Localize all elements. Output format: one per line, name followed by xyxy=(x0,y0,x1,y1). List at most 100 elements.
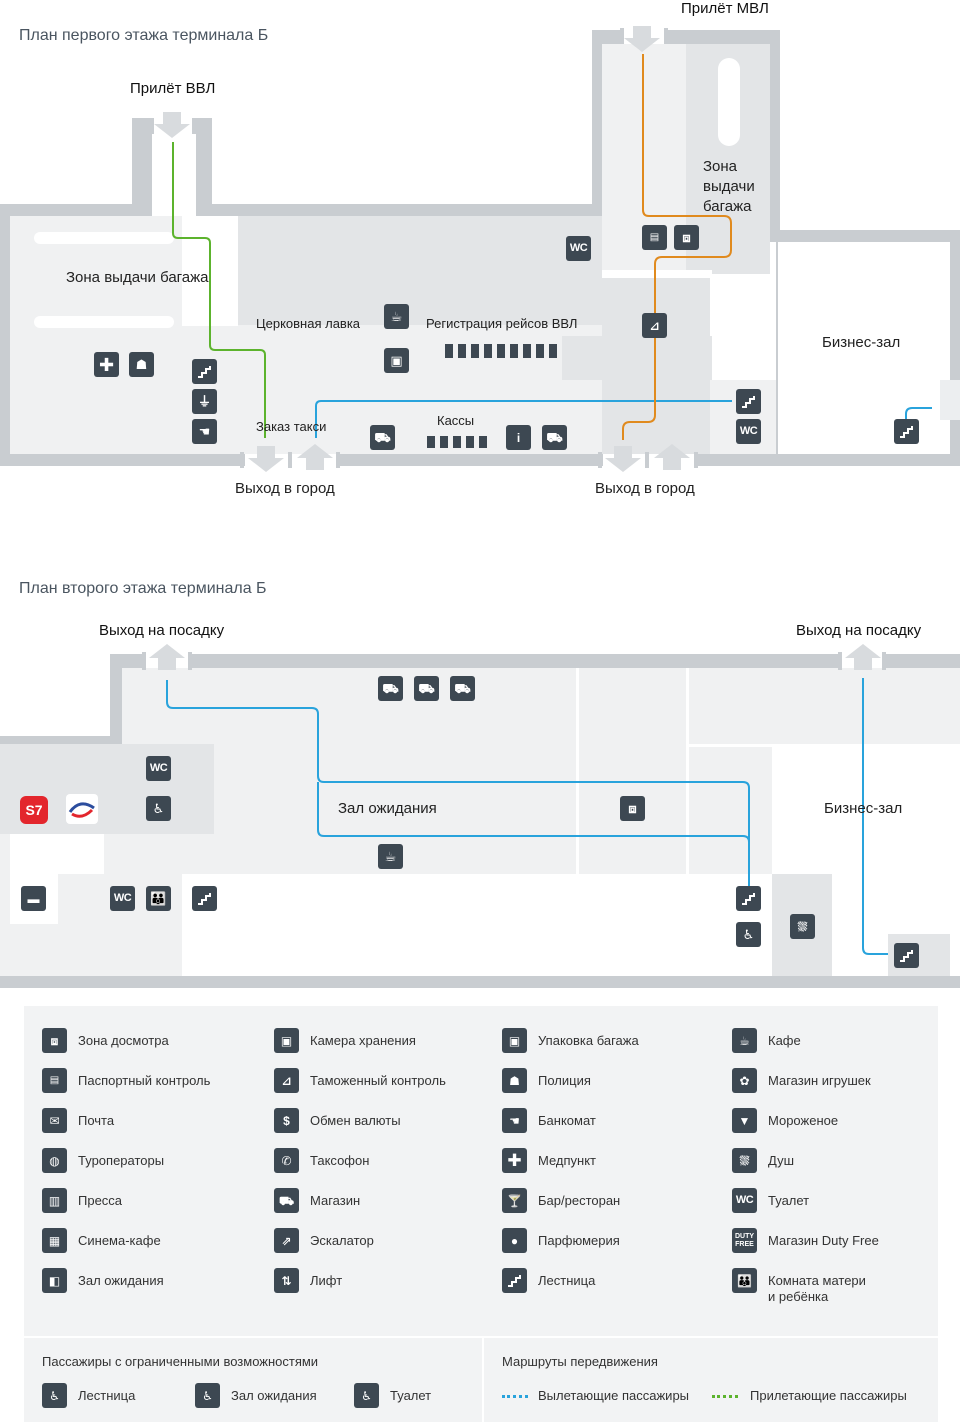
s7-logo: S7 xyxy=(20,796,48,824)
departing-route xyxy=(315,400,732,438)
baggage-wrap-icon: ▣ xyxy=(502,1028,527,1053)
legend-divider xyxy=(482,1338,484,1422)
accessible-waiting-icon: ♿ xyxy=(195,1383,220,1408)
boarding-left-label: Выход на посадку xyxy=(99,622,225,639)
legend-item: ☗Полиция xyxy=(502,1068,591,1093)
bar-icon: 🍸 xyxy=(502,1188,527,1213)
accessible-stairs-icon[interactable]: ♿ xyxy=(736,922,761,947)
legend-item: $Обмен валюты xyxy=(274,1108,401,1133)
international-route xyxy=(622,54,732,440)
legend-item: ✆Таксофон xyxy=(274,1148,369,1173)
arrival-domestic-label: Прилёт ВВЛ xyxy=(130,80,216,97)
legend-item: ♿Лестница xyxy=(42,1383,135,1408)
floor2-map xyxy=(0,644,960,988)
shop-cart-icon[interactable]: ⛟ xyxy=(414,676,439,701)
floor1-title: План первого этажа терминала Б xyxy=(19,27,269,44)
legend-item: ▤Паспортный контроль xyxy=(42,1068,210,1093)
first-aid-icon[interactable]: ✚ xyxy=(94,352,119,377)
luggage-storage-icon: ▣ xyxy=(274,1028,299,1053)
mother-child-icon: 👪 xyxy=(732,1268,757,1293)
duty-free-icon: DUTY FREE xyxy=(732,1228,757,1253)
stairs-icon[interactable] xyxy=(192,359,217,384)
shop-cart-icon[interactable]: ⛟ xyxy=(378,676,403,701)
wc-icon: WC xyxy=(732,1188,757,1213)
legend-item: ▦Синема-кафе xyxy=(42,1228,161,1253)
police-icon: ☗ xyxy=(502,1068,527,1093)
mother-child-icon[interactable]: 👪 xyxy=(146,886,171,911)
legend-item: ◧Зал ожидания xyxy=(42,1268,164,1293)
baggage-wrap-icon[interactable]: ▣ xyxy=(384,348,409,373)
atm-icon: ☚ xyxy=(502,1108,527,1133)
cafe-icon[interactable]: ☕ xyxy=(378,844,403,869)
legend-item: ☚Банкомат xyxy=(502,1108,596,1133)
shop-cart-icon[interactable]: ⛟ xyxy=(450,676,475,701)
floor2-title: План второго этажа терминала Б xyxy=(19,580,267,597)
ticket-offices-label: Кассы xyxy=(437,413,475,428)
airline-logo xyxy=(66,794,98,824)
shop-cart-icon[interactable]: ⛟ xyxy=(542,425,567,450)
cafe-icon: ☕ xyxy=(732,1028,757,1053)
legend-item: ☕Кафе xyxy=(732,1028,801,1053)
security-frame-icon: ⧈ xyxy=(42,1028,67,1053)
legend-item: Лестница xyxy=(502,1268,595,1293)
wc-icon[interactable]: WC xyxy=(736,419,761,444)
wc-icon[interactable]: WC xyxy=(146,756,171,781)
baggage-claim-right-label: Зона выдачи багажа xyxy=(703,158,755,215)
ice-cream-icon: ▼ xyxy=(732,1108,757,1133)
shower-icon[interactable]: ⛆ xyxy=(790,914,815,939)
customs-icon[interactable]: ⊿ xyxy=(642,313,667,338)
boarding-right-label: Выход на посадку xyxy=(796,622,922,639)
security-frame-icon[interactable]: ⧈ xyxy=(620,796,645,821)
escalator-icon: ⇗ xyxy=(274,1228,299,1253)
legend-panel: ⧈Зона досмотра ▤Паспортный контроль ✉Поч… xyxy=(24,1006,938,1422)
waiting-hall-icon: ◧ xyxy=(42,1268,67,1293)
toy-store-icon: ✿ xyxy=(732,1068,757,1093)
cafe-icon[interactable]: ☕ xyxy=(384,304,409,329)
accessible-wc-icon: ♿ xyxy=(354,1383,379,1408)
stairs-icon[interactable] xyxy=(192,886,217,911)
arrival-international-label: Прилёт МВЛ xyxy=(681,0,769,17)
arriving-route xyxy=(172,142,266,438)
route-arriving-swatch xyxy=(712,1395,738,1398)
customs-icon: ⊿ xyxy=(274,1068,299,1093)
atm-icon[interactable]: ☚ xyxy=(192,419,217,444)
info-icon[interactable]: i xyxy=(506,425,531,450)
checkin-domestic-label: Регистрация рейсов ВВЛ xyxy=(426,316,578,331)
route-departing-label: Вылетающие пассажиры xyxy=(538,1388,690,1403)
business-lounge-2-label: Бизнес-зал xyxy=(824,800,903,817)
stairs-icon[interactable] xyxy=(736,389,761,414)
church-shop-label: Церковная лавка xyxy=(256,316,361,331)
legend-item: ⧈Зона досмотра xyxy=(42,1028,169,1053)
elevator-icon: ⇅ xyxy=(274,1268,299,1293)
shop-cart-icon[interactable]: ⛟ xyxy=(370,425,395,450)
legend-item: ⛆Душ xyxy=(732,1148,794,1173)
stairs-icon[interactable] xyxy=(894,943,919,968)
legend-item: ⊿Таможенный контроль xyxy=(274,1068,446,1093)
legend-item: ▣Упаковка багажа xyxy=(502,1028,639,1053)
passport-control-icon[interactable]: ▤ xyxy=(642,225,667,250)
route-departing-swatch xyxy=(502,1395,528,1398)
police-icon[interactable]: ☗ xyxy=(129,352,154,377)
legend-item: ▥Пресса xyxy=(42,1188,122,1213)
wc-icon[interactable]: WC xyxy=(110,886,135,911)
legend-item: ✿Магазин игрушек xyxy=(732,1068,871,1093)
cinema-icon[interactable]: ▬ xyxy=(21,886,46,911)
stairs-icon[interactable] xyxy=(736,886,761,911)
first-aid-icon: ✚ xyxy=(502,1148,527,1173)
stairs-icon[interactable] xyxy=(894,419,919,444)
security-frame-icon[interactable]: ⧈ xyxy=(674,225,699,250)
disabled-title: Пассажиры с ограниченными возможностями xyxy=(42,1354,319,1369)
taxi-order-label: Заказ такси xyxy=(256,419,327,434)
legend-item: ▼Мороженое xyxy=(732,1108,838,1133)
payphone-icon[interactable]: ⏚ xyxy=(192,389,217,414)
legend-divider xyxy=(24,1336,938,1338)
legend-item: ⇗Эскалатор xyxy=(274,1228,374,1253)
baggage-claim-left-label: Зона выдачи багажа xyxy=(66,269,209,286)
wc-icon[interactable]: WC xyxy=(566,236,591,261)
accessible-wc-icon[interactable]: ♿ xyxy=(146,796,171,821)
legend-item: ♿Туалет xyxy=(354,1383,431,1408)
tour-operators-icon: ◍ xyxy=(42,1148,67,1173)
shop-cart-icon: ⛟ xyxy=(274,1188,299,1213)
waiting-hall-label: Зал ожидания xyxy=(338,800,437,817)
